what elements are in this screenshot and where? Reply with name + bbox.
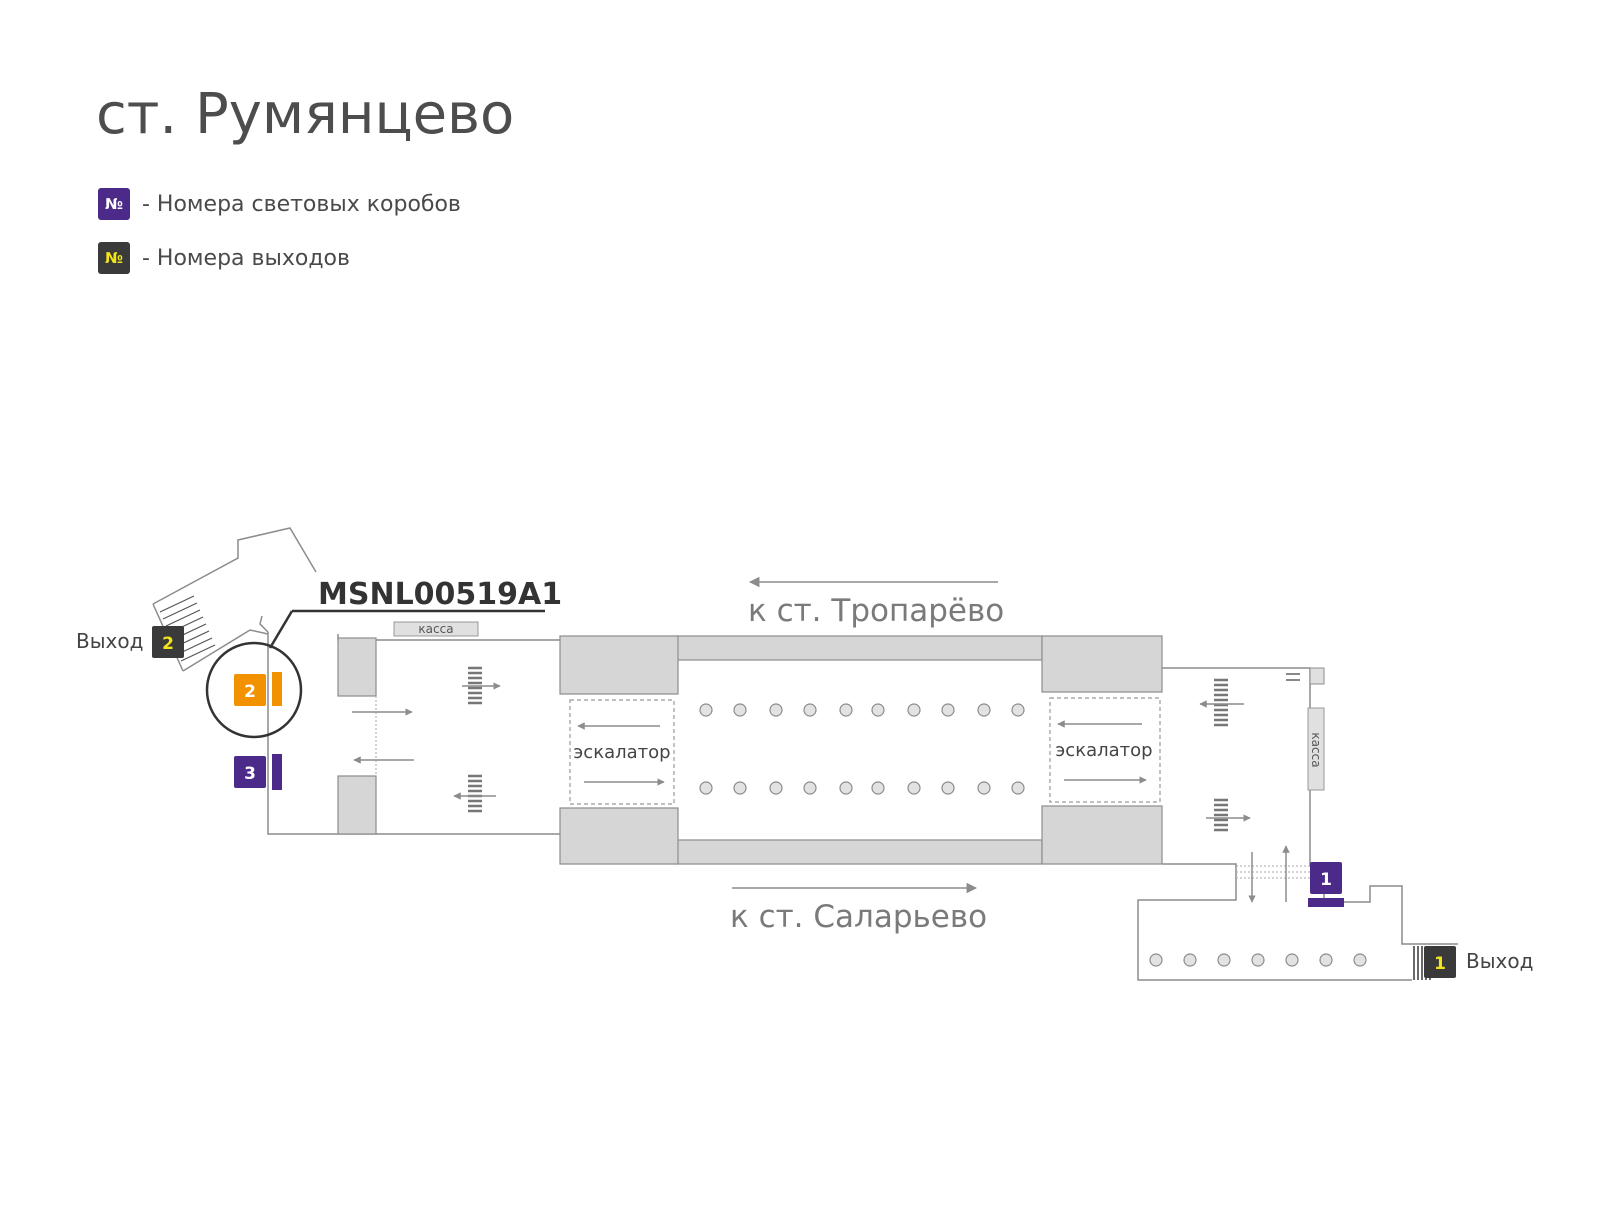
column [839,781,853,795]
column [803,703,817,717]
highlight-leader-line [268,610,294,649]
east-vestibule [1137,667,1458,981]
column [907,781,921,795]
column [1319,953,1333,967]
exit-1-label: Выход [1466,949,1533,973]
direction-bottom-label: к ст. Саларьево [730,899,987,935]
platform-block-ne [1041,635,1163,693]
platform-track-top [675,635,1043,661]
ticket-office-east-label: касса [1309,732,1323,767]
page-title: ст. Румянцево [96,82,515,147]
lightbox-number-badge: № [98,188,130,220]
highlight-code: MSNL00519A1 [318,577,562,612]
column [871,703,885,717]
escalator-west [569,699,675,805]
lightbox-2-number: 2 [244,682,256,702]
lightbox-2-marker [272,672,282,706]
ticket-office-west-label: касса [418,622,453,636]
west-wall-bottom [337,775,377,835]
legend-lightbox-row: № - Номера световых коробов [98,188,461,220]
lightbox-1-badge[interactable] [1310,862,1342,894]
column [1285,953,1299,967]
lightbox-3-marker [272,754,282,790]
exit-2-badge [152,626,184,658]
column [1183,953,1197,967]
exit-1-badge [1424,946,1456,978]
turnstiles-east [1236,865,1310,879]
column [1149,953,1163,967]
ticket-office-east [1307,707,1325,791]
legend-lightbox-label: - Номера световых коробов [142,191,461,217]
lightbox-1-number: 1 [1320,870,1332,890]
column [769,781,783,795]
column [1011,781,1025,795]
legend-exit-label: - Номера выходов [142,245,350,271]
column [699,703,713,717]
west-wall-top [337,637,377,697]
column [803,781,817,795]
stairs-icon [1214,798,1228,832]
platform-block-sw [559,807,679,865]
column [733,703,747,717]
escalator-west-label: эскалатор [573,742,670,763]
stairs-icon [468,774,482,813]
platform-block-se [1041,805,1163,865]
lightbox-3-badge[interactable] [234,756,266,788]
stairs-icon [1214,678,1228,727]
east-corner-post [1309,667,1325,685]
column [977,703,991,717]
direction-top-label: к ст. Тропарёво [748,593,1004,629]
exit-2-stairs [159,595,216,662]
column [1217,953,1231,967]
platform-track-bottom [675,839,1043,865]
highlight-circle [205,641,303,739]
platform-block-nw [559,635,679,695]
escalator-east [1049,697,1161,803]
exit-2-number: 2 [162,634,174,654]
west-vestibule [259,615,560,835]
column [941,703,955,717]
lightbox-1-marker [1308,898,1344,907]
column [941,781,955,795]
column [1251,953,1265,967]
escalator-east-label: эскалатор [1055,740,1152,761]
east-small-stairs [1286,673,1300,681]
exit-1-hall-columns [1149,953,1367,967]
column [699,781,713,795]
column [1011,703,1025,717]
column [769,703,783,717]
column [871,781,885,795]
ticket-office-west [393,621,479,637]
legend-exit-row: № - Номера выходов [98,242,350,274]
column [733,781,747,795]
lightbox-2-badge[interactable] [234,674,266,706]
column [1353,953,1367,967]
column [907,703,921,717]
stairs-icon [468,666,482,705]
exit-1-number: 1 [1434,954,1446,974]
platform-columns [699,703,1025,795]
lightbox-3-number: 3 [244,764,256,784]
column [977,781,991,795]
column [839,703,853,717]
exit-1-stairs [1413,946,1431,980]
exit-number-badge: № [98,242,130,274]
exit-2-label: Выход [76,629,143,653]
